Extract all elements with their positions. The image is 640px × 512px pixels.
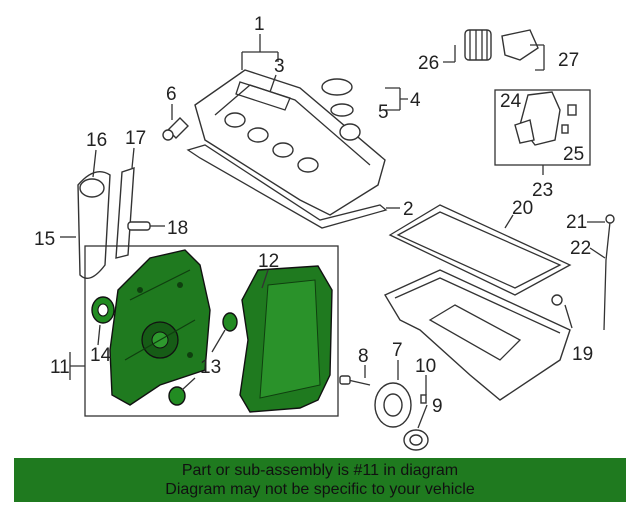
bolt-8 [339, 375, 371, 386]
callout-22: 22 [570, 238, 591, 259]
info-banner: Part or sub-assembly is #11 in diagram D… [14, 458, 626, 502]
oil-filter [464, 29, 539, 61]
callout-14: 14 [90, 345, 112, 366]
callout-15: 15 [34, 229, 55, 250]
callout-16: 16 [86, 130, 107, 151]
callout-26: 26 [418, 53, 439, 74]
callout-1: 1 [254, 14, 265, 35]
callout-21: 21 [566, 212, 587, 233]
callout-23: 23 [532, 180, 553, 201]
banner-line-1: Part or sub-assembly is #11 in diagram [181, 462, 459, 479]
banner-line-2: Diagram may not be specific to your vehi… [165, 481, 475, 498]
leader-lines [60, 34, 606, 429]
sensor [162, 117, 189, 141]
valve-cover-gasket [186, 144, 388, 229]
callout-9: 9 [432, 396, 443, 417]
callout-24: 24 [500, 91, 522, 112]
timing-rail [77, 167, 135, 279]
highlight-box [84, 245, 339, 417]
callout-13: 13 [200, 357, 221, 378]
callout-17: 17 [125, 128, 146, 149]
callout-10: 10 [415, 356, 436, 377]
callout-20: 20 [512, 198, 533, 219]
oil-filler-cap [321, 78, 354, 117]
valve-cover [194, 69, 386, 216]
dipstick [603, 214, 615, 331]
oil-pan [383, 269, 571, 401]
callout-27: 27 [558, 50, 579, 71]
callout-4: 4 [410, 90, 421, 111]
callout-19: 19 [572, 344, 593, 365]
seal-9 [403, 429, 429, 451]
crank-pulley [374, 382, 412, 428]
callout-2: 2 [403, 199, 414, 220]
callout-12: 12 [258, 251, 279, 272]
timing-cover-highlighted [109, 249, 211, 406]
oil-pan-gasket [388, 204, 572, 296]
parts-diagram: 1 2 3 4 5 6 7 8 9 10 11 12 13 14 15 16 1… [34, 14, 615, 451]
callout-11: 11 [50, 357, 70, 378]
seal-13a-highlighted [222, 312, 238, 332]
callout-3: 3 [274, 56, 285, 77]
callout-5: 5 [378, 102, 389, 123]
bolt-18 [127, 221, 151, 231]
callout-6: 6 [166, 84, 177, 105]
callout-7: 7 [392, 340, 403, 361]
callout-18: 18 [167, 218, 188, 239]
seal-14-highlighted [91, 296, 115, 324]
seal-13b-highlighted [168, 386, 186, 406]
callout-8: 8 [358, 346, 369, 367]
gasket-12-highlighted [239, 265, 333, 413]
callout-25: 25 [563, 144, 584, 165]
key-10 [420, 394, 427, 404]
